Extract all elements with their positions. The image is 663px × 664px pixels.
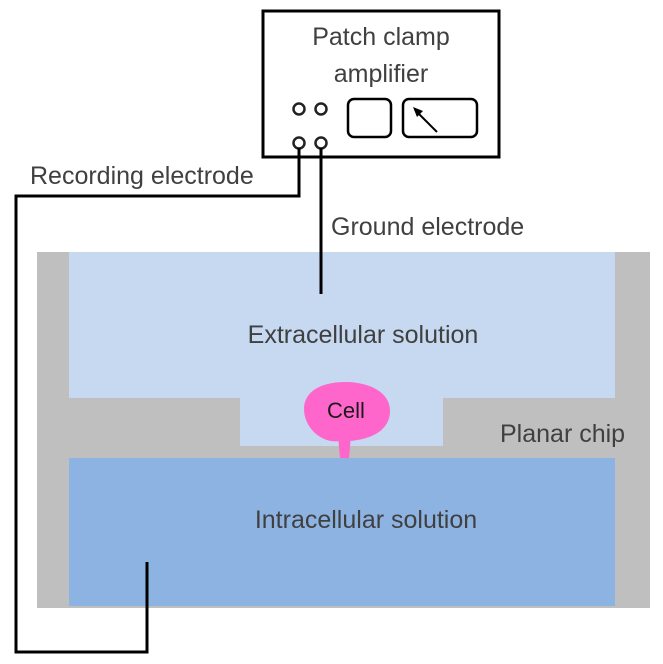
amplifier-label-line1: Patch clamp (312, 23, 450, 51)
ground-terminal (314, 136, 328, 150)
amplifier-terminal (314, 102, 328, 116)
amplifier-label-line2: amplifier (334, 60, 428, 88)
extracellular-solution-region (69, 252, 615, 446)
meter-needle-arrowhead (413, 107, 423, 117)
amplifier-meter (401, 97, 479, 139)
intracellular-label: Intracellular solution (255, 506, 477, 534)
cell-body (304, 382, 390, 442)
extracellular-label: Extracellular solution (248, 321, 479, 349)
planar-chip-label: Planar chip (500, 420, 625, 448)
amplifier-terminal (292, 102, 306, 116)
intracellular-solution-region (69, 458, 615, 606)
cell-aperture-protrusion (338, 436, 351, 458)
amplifier-display (346, 97, 393, 139)
recording-electrode-wire (14, 148, 301, 654)
cell-label: Cell (327, 398, 365, 423)
recording-electrode-label: Recording electrode (30, 162, 254, 190)
recording-terminal (292, 136, 306, 150)
ground-electrode-label: Ground electrode (331, 213, 524, 241)
